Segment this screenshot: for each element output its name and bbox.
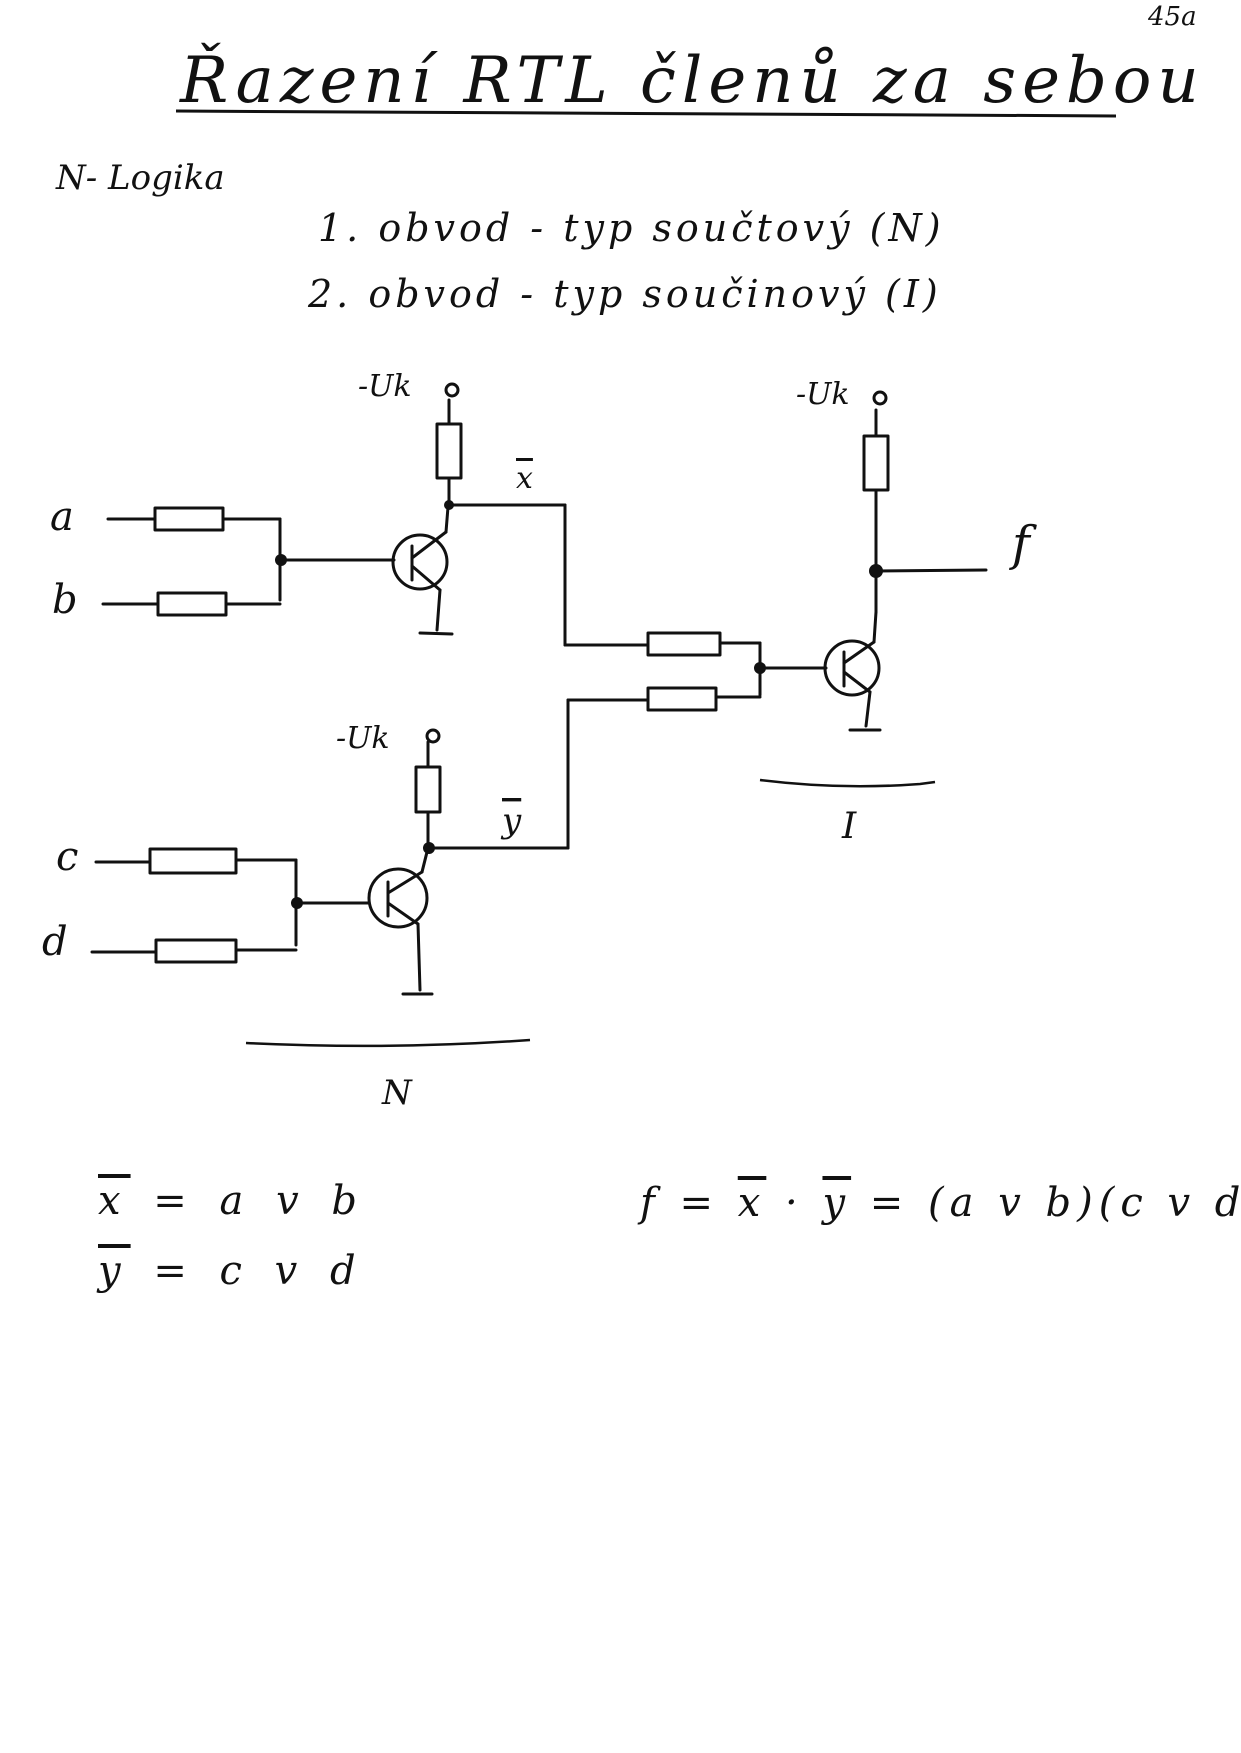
- eq-f-y: y: [822, 1180, 852, 1226]
- resistor-c: [148, 847, 238, 875]
- page-number: 45a: [1148, 2, 1197, 32]
- eq-x-lhs: x: [98, 1178, 131, 1224]
- input-a-label: a: [50, 494, 74, 540]
- equation-x: x = a v b: [98, 1178, 367, 1224]
- group-n-label: N: [381, 1073, 413, 1113]
- brace-n: [245, 1038, 531, 1048]
- gate-1-nor: [101, 382, 463, 636]
- eq-f-a: f =: [640, 1180, 738, 1226]
- input-b-label: b: [52, 577, 78, 623]
- x-node-label: x: [516, 461, 533, 496]
- eq-x-rhs: = a v b: [153, 1178, 367, 1224]
- supply-label-1: -Uk: [358, 369, 412, 404]
- equation-y: y = c v d: [98, 1248, 366, 1294]
- resistor-rc-2: [414, 765, 442, 814]
- supply-label-2: -Uk: [336, 721, 390, 756]
- eq-y-rhs: = c v d: [153, 1248, 366, 1294]
- heading: N- Logika: [56, 158, 225, 198]
- circuit-type-1: 1. obvod - typ součtový (N): [318, 206, 945, 250]
- equation-f: f = x · y = (a v b)(c v d): [640, 1180, 1241, 1226]
- brace-i: [759, 778, 936, 788]
- eq-f-b: = (a v b)(c v d): [851, 1180, 1241, 1226]
- eq-y-lhs: y: [98, 1248, 131, 1294]
- resistor-b: [156, 591, 228, 617]
- resistor-d: [154, 938, 238, 964]
- gate-3-nand: [758, 390, 988, 732]
- transistor-2: [367, 867, 429, 929]
- resistor-a: [153, 506, 225, 532]
- y-node-label: y: [500, 801, 522, 841]
- supply-label-3: -Uk: [796, 377, 850, 412]
- resistor-x: [646, 631, 722, 657]
- resistor-y: [646, 686, 718, 712]
- input-d-label: d: [42, 919, 68, 965]
- transistor-1: [391, 533, 449, 591]
- circuit-type-2: 2. obvod - typ součinový (I): [308, 272, 942, 316]
- page-title: Řazení RTL členů za sebou: [180, 44, 1205, 118]
- resistor-rc-1: [435, 422, 463, 480]
- gate-2-nor: [90, 728, 442, 996]
- transistor-3: [823, 639, 881, 697]
- group-i-label: I: [841, 806, 857, 847]
- eq-f-dot: ·: [766, 1180, 823, 1226]
- output-f-label: f: [1009, 516, 1037, 572]
- eq-f-x: x: [737, 1180, 767, 1226]
- resistor-rc-3: [862, 434, 890, 492]
- input-c-label: c: [56, 834, 78, 880]
